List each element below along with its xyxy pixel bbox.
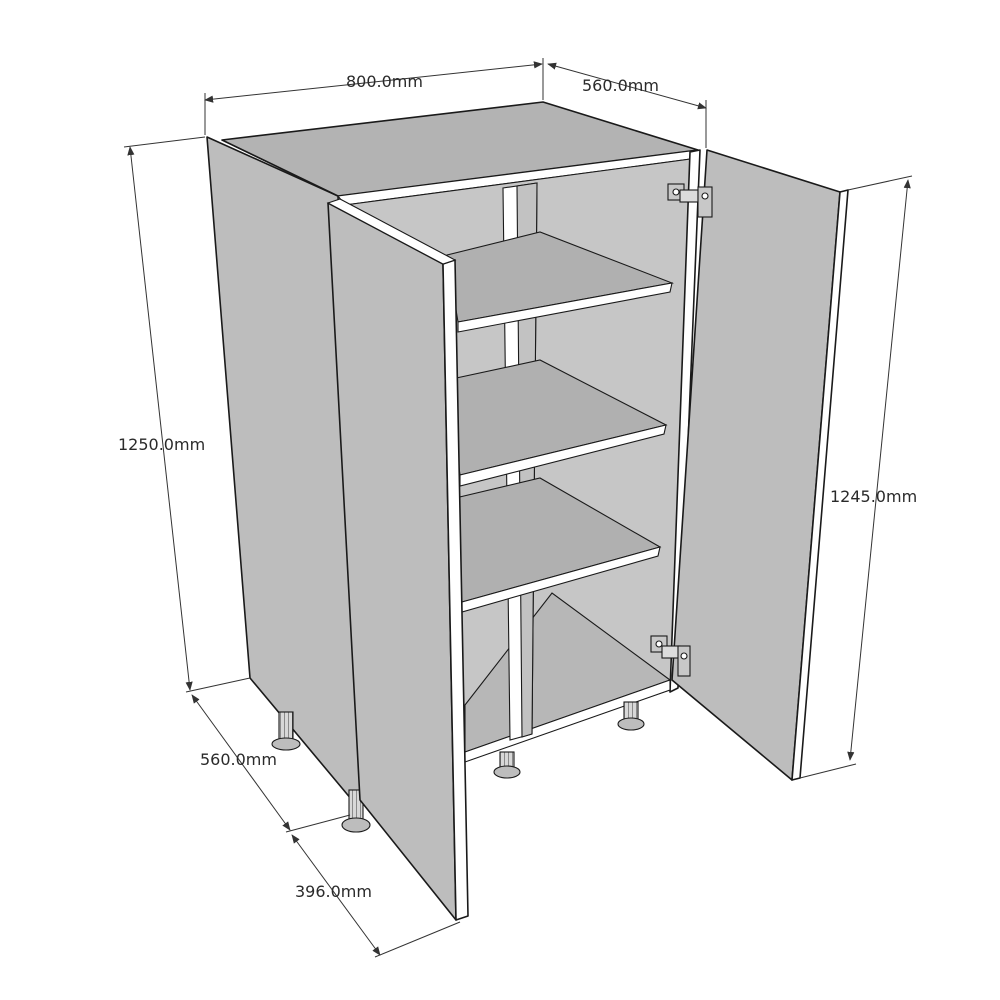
left-door [326, 198, 469, 921]
leg-back-right [617, 701, 645, 731]
right-door-face [671, 149, 841, 781]
shelf-3 [446, 477, 662, 613]
dim-width-label: 800.0mm [346, 72, 423, 91]
dim-depth-top-label: 560.0mm [582, 76, 659, 95]
dim-door-width-label: 396.0mm [295, 882, 372, 901]
left-door-top-edge [326, 198, 457, 265]
dim-depth-bottom-label: 560.0mm [200, 750, 277, 769]
hinge-bottom [650, 635, 691, 677]
right-side-panel-edge [669, 149, 701, 693]
shelf-2 [446, 359, 668, 487]
dim-height-right-label: 1245.0mm [830, 487, 917, 506]
right-door [671, 149, 849, 781]
leg-front-center [493, 751, 521, 779]
left-door-face [327, 202, 457, 921]
dimension-lines [123, 58, 913, 958]
dim-height-left-label: 1250.0mm [118, 435, 205, 454]
dimension-labels: 800.0mm 560.0mm 1250.0mm 1245.0mm 560.0m… [118, 72, 917, 901]
shelves [446, 231, 675, 613]
hinge-top [667, 183, 713, 218]
